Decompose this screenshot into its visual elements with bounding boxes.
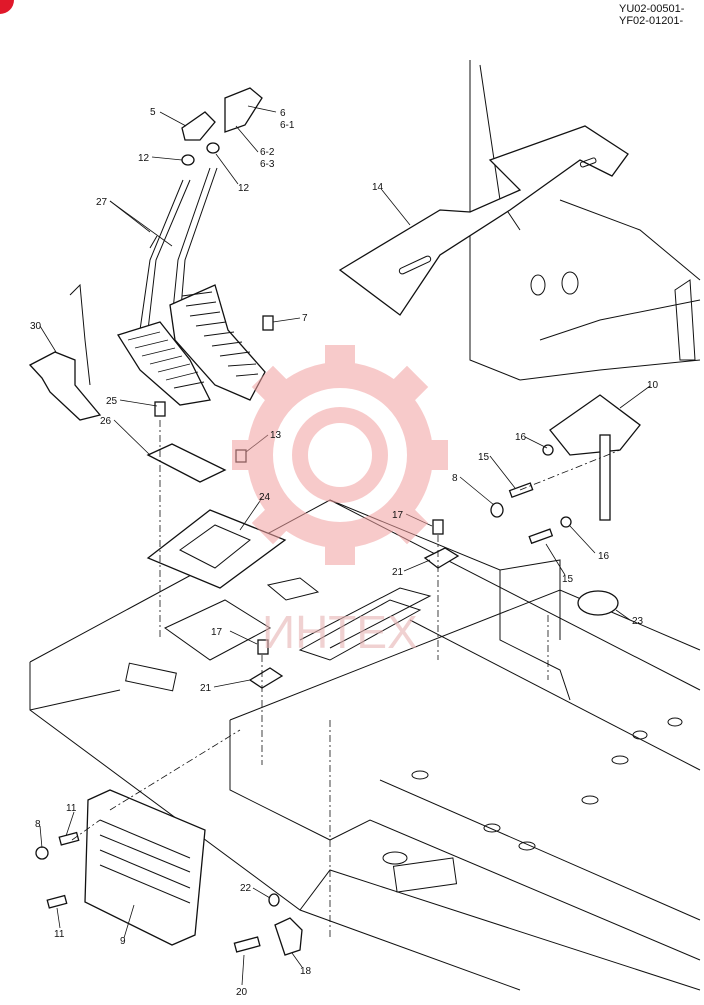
bracket-18 <box>274 917 303 956</box>
hose <box>299 587 432 649</box>
bolt-20 <box>233 936 261 953</box>
callout-6: 6 <box>280 108 286 119</box>
pedal-knob-5 <box>181 111 216 141</box>
nut-12-left <box>181 154 195 166</box>
bolt-25 <box>154 401 166 417</box>
bolt-17-upper <box>432 519 444 535</box>
callout-17-lower: 17 <box>211 627 223 638</box>
bolt-7 <box>262 315 274 331</box>
nut-12-right <box>206 142 220 154</box>
floor-mat-14 <box>338 125 629 316</box>
callout-30: 30 <box>30 321 42 332</box>
callout-12-right: 12 <box>238 183 250 194</box>
rod-30 <box>69 283 91 386</box>
callout-6-1: 6-1 <box>280 120 295 131</box>
callout-16-lower: 16 <box>598 551 610 562</box>
nut-8-left <box>35 846 49 860</box>
callout-20: 20 <box>236 987 248 998</box>
bracket-10 <box>549 394 641 521</box>
callout-8-left: 8 <box>35 819 41 830</box>
watermark-text: ИНТЕХ <box>262 606 418 658</box>
callout-10: 10 <box>647 380 659 391</box>
callout-18: 18 <box>300 966 312 977</box>
callout-6-3: 6-3 <box>260 159 275 170</box>
clip-21-lower <box>248 667 284 689</box>
callout-13: 13 <box>270 430 282 441</box>
serial-range-2: YF02-01201- <box>619 15 684 27</box>
callout-26: 26 <box>100 416 112 427</box>
bolt-11-lower <box>46 894 68 909</box>
bolt-15-lower <box>528 528 554 545</box>
callout-5: 5 <box>150 107 156 118</box>
washer-16-lower <box>560 516 572 528</box>
pedal-base-plate-24 <box>146 509 287 589</box>
serial-range-1: YU02-00501- <box>619 3 685 15</box>
callout-12-left: 12 <box>138 153 150 164</box>
callout-25: 25 <box>106 396 118 407</box>
callout-8-right: 8 <box>452 473 458 484</box>
callout-21-lower: 21 <box>200 683 212 694</box>
callout-11-upper: 11 <box>66 803 77 814</box>
cab-rear-wall <box>469 60 701 381</box>
bolt-11-upper <box>58 831 80 846</box>
corner-badge-icon <box>0 0 14 14</box>
access-panel-9 <box>84 789 206 946</box>
assembly-centerlines <box>71 420 621 940</box>
floor-opening-small <box>266 577 320 601</box>
callout-6-2: 6-2 <box>260 147 275 158</box>
callout-15-lower: 15 <box>562 574 574 585</box>
callout-16-upper: 16 <box>515 432 527 443</box>
pedal-knob-6 <box>224 87 263 133</box>
bolt-15-upper <box>508 482 534 499</box>
callout-11-lower: 11 <box>54 929 65 940</box>
nut-8-right <box>490 502 504 518</box>
callout-14: 14 <box>372 182 384 193</box>
callout-27: 27 <box>96 197 108 208</box>
callout-22: 22 <box>240 883 252 894</box>
floor-opening-pedal <box>164 599 271 661</box>
bolt-17-lower <box>257 639 269 655</box>
callout-24: 24 <box>259 492 271 503</box>
travel-pedals-27 <box>116 167 266 406</box>
callout-21-upper: 21 <box>392 567 404 578</box>
bracket-30 <box>28 351 102 421</box>
callout-7: 7 <box>302 313 308 324</box>
rubber-cap-23 <box>577 590 619 616</box>
callout-labels: 5 6 6-1 6-2 6-3 12 12 27 14 7 30 25 26 1… <box>30 107 659 998</box>
callout-15-upper: 15 <box>478 452 490 463</box>
watermark-logo <box>232 345 448 565</box>
callout-17-upper: 17 <box>392 510 404 521</box>
stud-22 <box>268 893 280 907</box>
callout-9: 9 <box>120 936 126 947</box>
callout-23: 23 <box>632 616 644 627</box>
cover-plate-26 <box>146 443 227 483</box>
